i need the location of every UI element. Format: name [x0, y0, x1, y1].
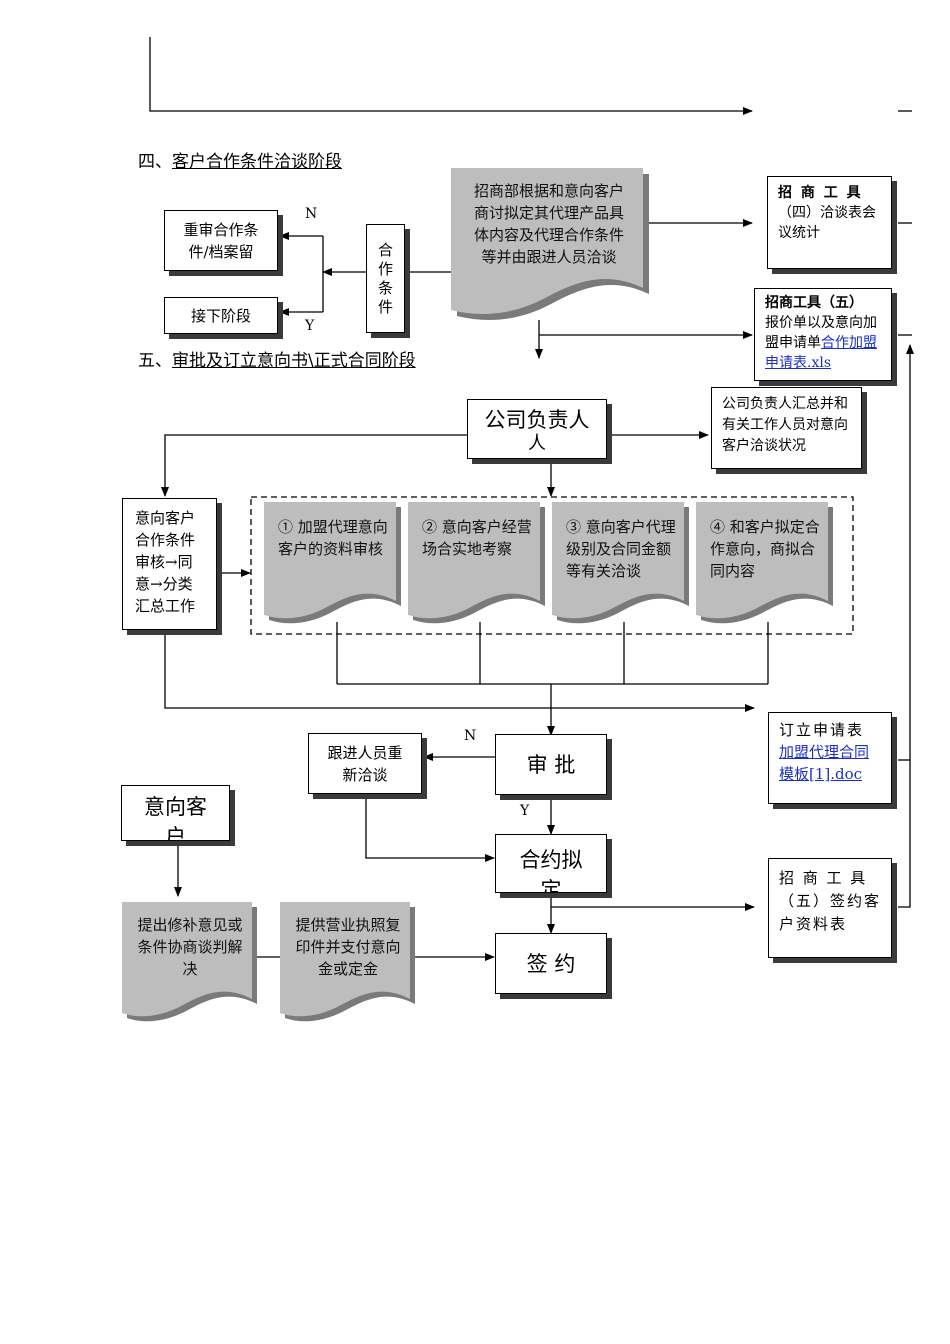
section4-heading: 四、客户合作条件洽谈阶段: [138, 151, 342, 173]
step-2-document: ② 意向客户经营场合实地考察: [408, 502, 545, 624]
approval-box: 审 批: [495, 734, 607, 795]
document-shape: [280, 902, 415, 1022]
review-text: 意向客户合作条件审核→同意→分类汇总工作: [135, 509, 196, 615]
tool4-title: 招 商 工 具: [778, 185, 863, 201]
section5-heading: 五、审批及订立意向书\正式合同阶段: [138, 350, 416, 372]
apply-form-box: 订立申请表 加盟代理合同模板[1].doc: [768, 712, 892, 804]
review-box: 意向客户合作条件审核→同意→分类汇总工作: [122, 498, 217, 630]
tool4-box: 招 商 工 具 （四）洽谈表会议统计: [767, 176, 892, 269]
section4-prefix: 四、: [138, 152, 172, 172]
step-4-text: ④ 和客户拟定合作意向，商拟合同内容: [710, 518, 820, 580]
cooperation-conditions-text: 合 作 条 件: [377, 240, 393, 316]
supplement-document: 提出修补意见或条件协商谈判解决: [122, 902, 257, 1022]
tool5-sign-text: 招 商 工 具（五）签约客户资料表: [779, 869, 882, 933]
step-1-text: ① 加盟代理意向客户的资料审核: [278, 518, 388, 558]
tool5-body: 报价单以及意向加盟申请单: [765, 315, 877, 351]
negotiation-document: 招商部根据和意向客户商讨拟定其代理产品具体内容及代理合作条件等并由跟进人员洽谈: [451, 168, 649, 322]
cooperation-conditions-box: 合 作 条 件: [366, 224, 405, 333]
step-3-document: ③ 意向客户代理级别及合同金额等有关洽谈: [552, 502, 689, 624]
tool4-body: （四）洽谈表会议统计: [778, 205, 876, 241]
document-shape: [552, 502, 689, 624]
section4-y-label: Y: [305, 318, 315, 334]
intent-customer-text: 意向客户: [144, 795, 207, 841]
follow-up-box: 跟进人员重新洽谈: [308, 733, 422, 794]
section5-title: 审批及订立意向书\正式合同阶段: [172, 351, 416, 371]
document-shape: [122, 902, 257, 1022]
recheck-conditions-text: 重审合作条件/档案留: [183, 220, 259, 261]
step-4-document: ④ 和客户拟定合作意向，商拟合同内容: [696, 502, 833, 624]
contract-draft-text: 合约拟定: [519, 848, 583, 893]
license-document: 提供营业执照复印件并支付意向金或定金: [280, 902, 415, 1022]
summary-box: 公司负责人汇总并和有关工作人员对意向客户洽谈状况: [711, 387, 862, 469]
intent-customer-box: 意向客户: [121, 785, 230, 841]
section4-title: 客户合作条件洽谈阶段: [172, 152, 342, 172]
next-stage-box: 接下阶段: [164, 297, 278, 334]
tool5-link[interactable]: 合作加盟申请表.xls: [765, 335, 877, 371]
step-1-document: ① 加盟代理意向客户的资料审核: [264, 502, 401, 624]
company-head-box: 公司负责人 人: [467, 399, 607, 459]
tool5-title: 招商工具（五）: [765, 295, 863, 311]
section5-y-label: Y: [520, 803, 530, 819]
section5-n-label: N: [464, 728, 477, 744]
supplement-text: 提出修补意见或条件协商谈判解决: [137, 916, 243, 978]
company-head-text: 公司负责人: [484, 408, 590, 432]
tool5-box: 招商工具（五） 报价单以及意向加盟申请单合作加盟申请表.xls: [754, 288, 892, 381]
document-shape: [696, 502, 833, 624]
approval-text: 审 批: [526, 752, 576, 777]
document-shape: [264, 502, 401, 624]
document-shape: [408, 502, 545, 624]
next-stage-text: 接下阶段: [190, 306, 251, 325]
follow-up-text: 跟进人员重新洽谈: [327, 743, 403, 784]
summary-text: 公司负责人汇总并和有关工作人员对意向客户洽谈状况: [722, 396, 848, 454]
document-shape: [451, 168, 649, 320]
company-head-overflow: 人: [528, 433, 546, 454]
apply-form-link[interactable]: 加盟代理合同模板[1].doc: [779, 743, 870, 783]
step-3-text: ③ 意向客户代理级别及合同金额等有关洽谈: [566, 518, 676, 580]
section4-n-label: N: [305, 206, 318, 222]
negotiation-text: 招商部根据和意向客户商讨拟定其代理产品具体内容及代理合作条件等并由跟进人员洽谈: [473, 182, 624, 266]
sign-text: 签 约: [526, 951, 576, 976]
recheck-conditions-box: 重审合作条件/档案留: [164, 210, 278, 271]
contract-draft-box: 合约拟定: [495, 834, 607, 893]
apply-form-title: 订立申请表: [779, 721, 865, 739]
section5-prefix: 五、: [138, 351, 172, 371]
license-text: 提供营业执照复印件并支付意向金或定金: [295, 916, 401, 978]
step-2-text: ② 意向客户经营场合实地考察: [422, 518, 532, 558]
sign-box: 签 约: [495, 933, 607, 994]
tool5-sign-box: 招 商 工 具（五）签约客户资料表: [768, 858, 892, 958]
